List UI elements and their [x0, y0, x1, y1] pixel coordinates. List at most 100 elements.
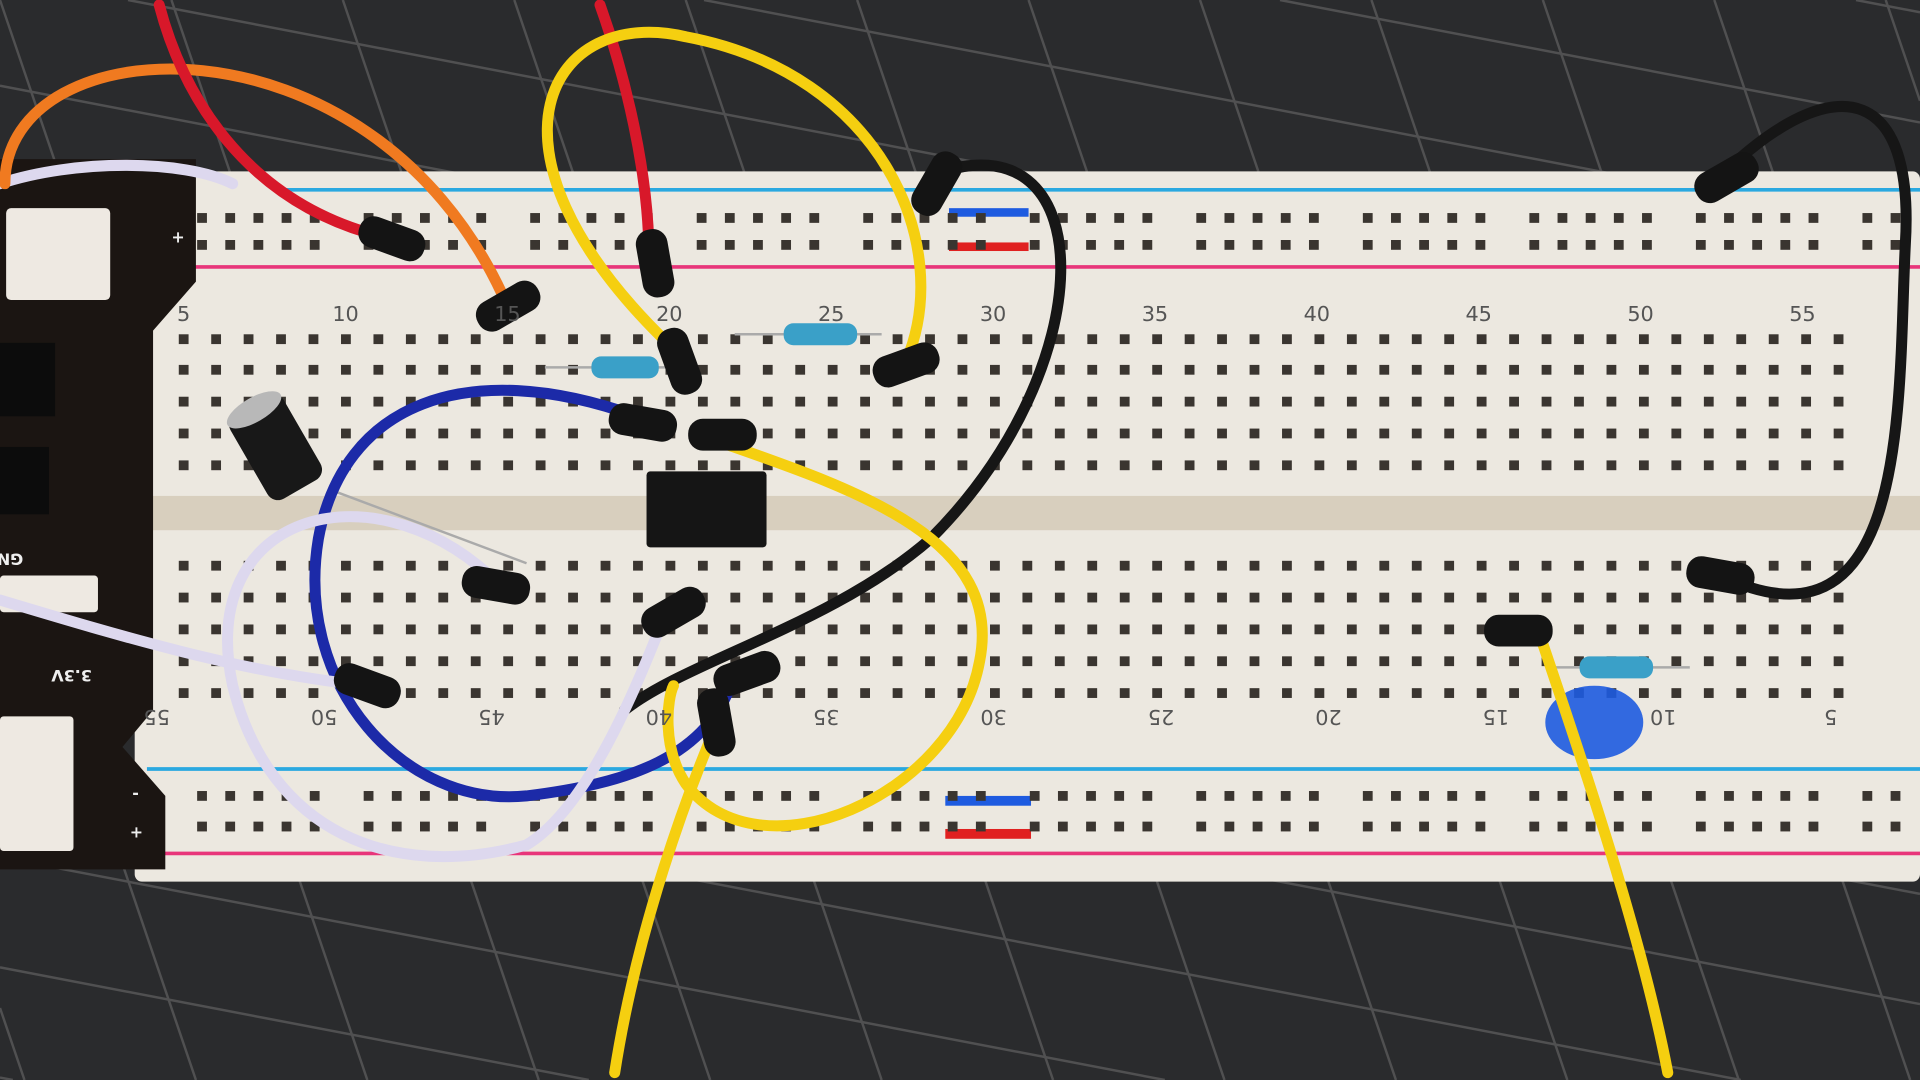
hole [503, 364, 514, 375]
rail-hole [1613, 213, 1624, 223]
hole [827, 428, 838, 439]
hole [1152, 560, 1163, 571]
hole [925, 460, 935, 471]
hole [860, 364, 870, 375]
rail-hole [1752, 791, 1763, 801]
rail-hole [1391, 821, 1401, 832]
hole [1411, 396, 1422, 407]
hole [762, 460, 773, 471]
hole [827, 364, 838, 375]
hole [1152, 656, 1163, 667]
hole [1087, 656, 1098, 667]
rail-hole [363, 821, 374, 832]
rail-hole [1890, 213, 1901, 223]
column-number: 40 [646, 705, 672, 729]
hole [633, 656, 643, 667]
column-number: 10 [332, 302, 358, 326]
hole [568, 560, 578, 571]
hole [535, 656, 546, 667]
hole [1249, 334, 1260, 345]
hole [373, 560, 384, 571]
hole [600, 656, 611, 667]
hole [1509, 656, 1519, 667]
rail-hole [1808, 240, 1819, 250]
hole [730, 460, 741, 471]
hole [1217, 656, 1227, 667]
hole [1703, 656, 1714, 667]
hole [1703, 334, 1714, 345]
hole [211, 560, 222, 571]
hole [276, 624, 286, 635]
rail-hole [1419, 213, 1429, 223]
hole [860, 688, 870, 698]
hole [1379, 364, 1390, 375]
rail-hole [1142, 240, 1153, 250]
hole [1314, 364, 1325, 375]
hole [1606, 428, 1617, 439]
rail-hole [1529, 821, 1540, 832]
hole [860, 656, 870, 667]
hole [1703, 592, 1714, 603]
hole [762, 364, 773, 375]
hole [1054, 656, 1065, 667]
hole [1574, 364, 1584, 375]
hole [405, 656, 416, 667]
rail-hole [891, 791, 902, 801]
rail-hole [225, 240, 236, 250]
rail-hole [809, 240, 820, 250]
hole [1379, 560, 1390, 571]
hole [762, 428, 773, 439]
hole [1444, 560, 1455, 571]
hole [1282, 624, 1292, 635]
center-channel [134, 495, 1920, 531]
hole [1411, 624, 1422, 635]
rail-hole [1475, 791, 1486, 801]
rail-hole [947, 213, 958, 223]
rail-hole [1029, 821, 1040, 832]
hole [373, 460, 384, 471]
hole [633, 460, 643, 471]
rail-marker-blue-top [948, 208, 1029, 217]
hole [1346, 396, 1357, 407]
rail-hole [281, 821, 292, 832]
column-number: 40 [1304, 302, 1330, 326]
hole [633, 334, 643, 345]
wire-white [0, 159, 239, 190]
hole [1282, 460, 1292, 471]
hole [503, 460, 514, 471]
hole [957, 334, 968, 345]
hole [470, 460, 481, 471]
rail-hole [1142, 213, 1153, 223]
hole [1087, 624, 1098, 635]
hole [665, 656, 676, 667]
hole [438, 624, 449, 635]
hole [341, 396, 351, 407]
hole [697, 396, 708, 407]
hole [1379, 460, 1390, 471]
rail-hole [753, 791, 763, 801]
rail-hole [1642, 240, 1652, 250]
rail-hole [919, 791, 930, 801]
rail-hole [1086, 791, 1096, 801]
hole [1346, 656, 1357, 667]
hole [1152, 334, 1163, 345]
hole [1282, 560, 1292, 571]
hole [211, 396, 222, 407]
hole [1119, 656, 1130, 667]
rail-hole [1224, 213, 1235, 223]
rail-hole [1642, 791, 1652, 801]
hole [1606, 364, 1617, 375]
hole [925, 396, 935, 407]
rail-hole [1086, 240, 1096, 250]
hole [211, 460, 222, 471]
hole [535, 364, 546, 375]
hole [892, 656, 903, 667]
rail-hole [586, 791, 597, 801]
hole [1249, 428, 1260, 439]
hole [957, 428, 968, 439]
hole [990, 334, 1000, 345]
rail-hole [1780, 240, 1791, 250]
hole [1022, 656, 1033, 667]
hole [1736, 688, 1747, 698]
jumper-plug [688, 418, 757, 451]
